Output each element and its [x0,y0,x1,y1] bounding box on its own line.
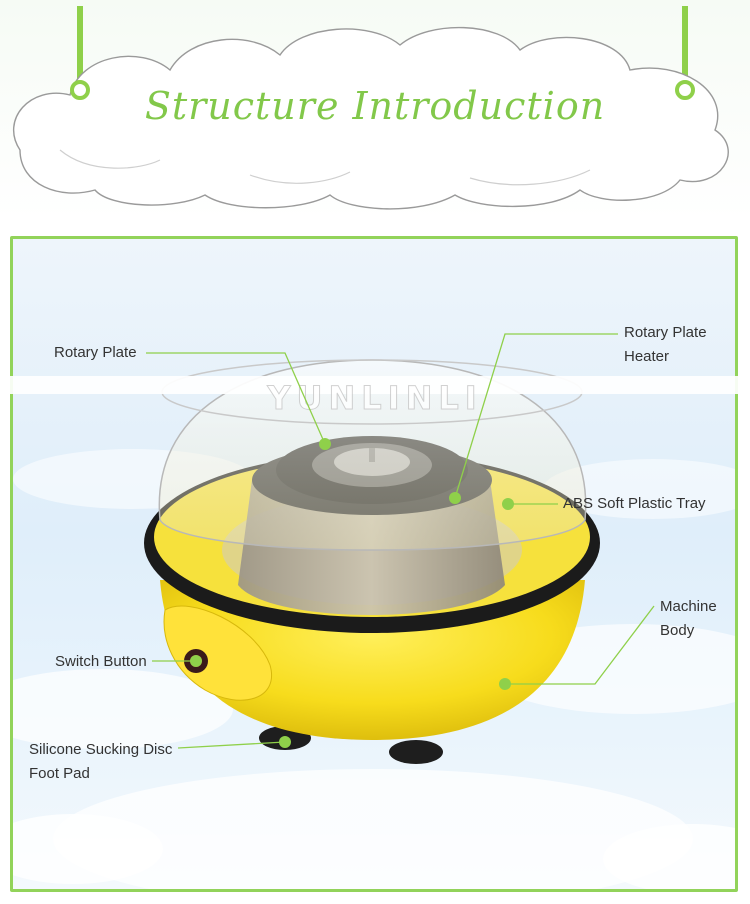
label-rotary-plate-heater-line1: Rotary Plate [624,324,707,341]
label-rotary-plate: Rotary Plate [54,344,137,361]
label-rotary-plate-heater: Rotary Plate Heater [624,321,707,369]
page-title: Structure Introduction [144,84,606,128]
cloud-banner-icon [13,6,729,210]
label-machine-body-line1: Machine [660,598,717,615]
label-foot-pad-line1: Silicone Sucking Disc [29,741,173,758]
label-foot-pad: Silicone Sucking Disc Foot Pad [29,738,172,786]
label-machine-body: Machine Body [660,595,717,643]
label-switch-button: Switch Button [55,653,147,670]
label-machine-body-line2: Body [660,622,695,639]
label-foot-pad-line2: Foot Pad [29,765,90,782]
header-banner: Structure Introduction [0,0,750,225]
watermark-text: YUNLINLI [267,379,483,418]
watermark-band [0,376,750,394]
label-rotary-plate-heater-line2: Heater [624,348,670,365]
label-abs-tray: ABS Soft Plastic Tray [563,495,706,512]
